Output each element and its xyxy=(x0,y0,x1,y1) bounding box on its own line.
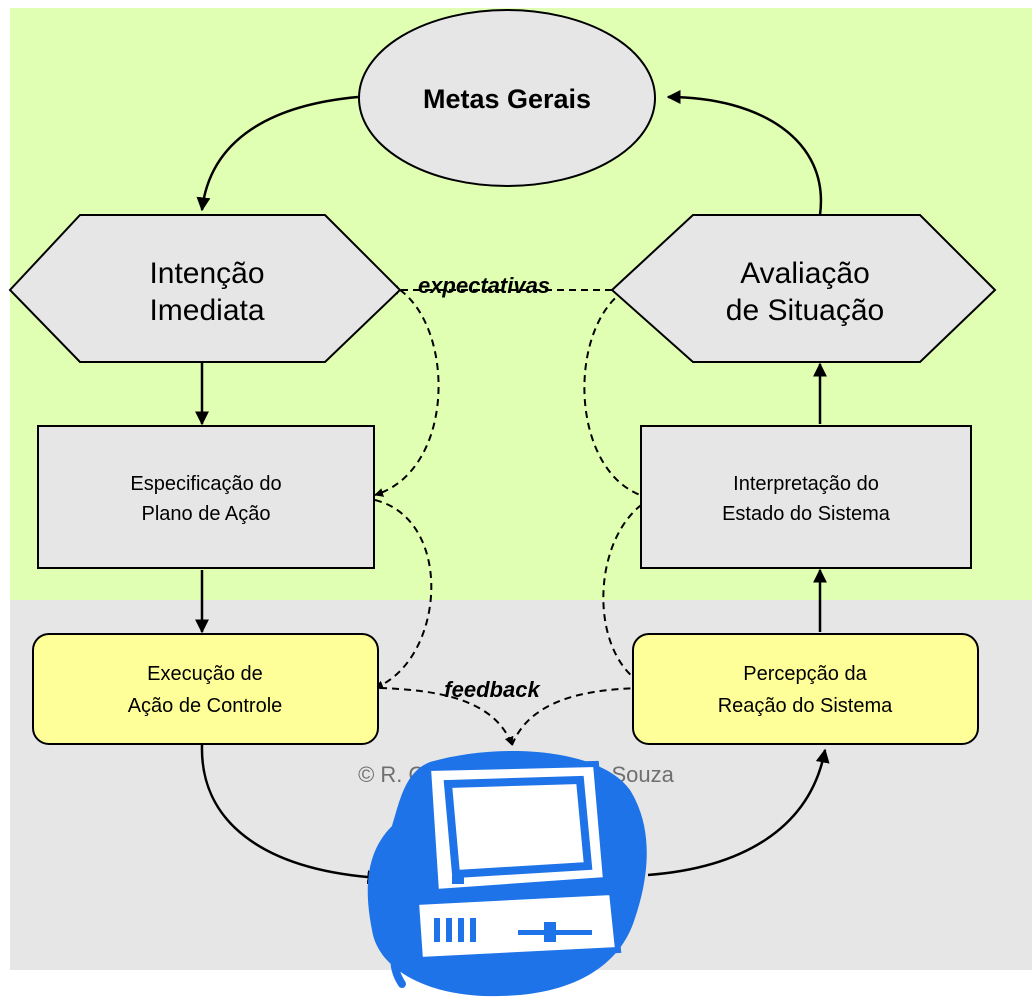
perception-label-line2: Reação do Sistema xyxy=(718,695,893,717)
execution-box xyxy=(32,633,379,745)
evaluation-label-line2: de Situação xyxy=(726,294,884,327)
dashed-perception-to-interpretation xyxy=(602,497,653,689)
evaluation-label-line1: Avaliação xyxy=(740,257,870,290)
evaluation-hexagon xyxy=(610,214,997,363)
goal-ellipse xyxy=(358,9,656,187)
dashed-computer-to-perception xyxy=(511,683,651,746)
computer-screen xyxy=(443,775,593,879)
dashed-intention-to-plan xyxy=(374,289,440,497)
arrow-execution-to-computer xyxy=(200,744,382,885)
goal-label: Metas Gerais xyxy=(423,84,591,114)
computer-base xyxy=(412,888,622,964)
dashed-execution-to-computer xyxy=(379,687,514,746)
arrow-computer-to-perception xyxy=(647,748,830,877)
computer-power-light xyxy=(452,876,464,884)
computer-vent-1 xyxy=(434,918,440,942)
feedback-label: feedback xyxy=(444,677,541,702)
intention-label-line2: Imediata xyxy=(149,294,264,327)
dashed-interpretation-to-evaluation xyxy=(583,289,651,499)
dashed-plan-to-execution xyxy=(374,499,433,690)
computer-vent-4 xyxy=(470,918,476,942)
expectations-label: expectativas xyxy=(418,273,550,298)
plan-box xyxy=(37,425,375,569)
desktop-computer-icon xyxy=(367,750,647,997)
computer-drive-button xyxy=(544,922,556,942)
intention-label-line1: Intenção xyxy=(149,257,264,290)
plan-label-line2: Plano de Ação xyxy=(142,503,271,525)
computer-vent-3 xyxy=(458,918,464,942)
perception-label-line1: Percepção da xyxy=(743,663,867,685)
interpretation-label-line1: Interpretação do xyxy=(733,473,879,495)
interpretation-label-line2: Estado do Sistema xyxy=(722,503,891,525)
perception-box xyxy=(632,633,979,745)
interpretation-box xyxy=(640,425,972,569)
feedback-dashed-arrows xyxy=(379,683,651,746)
execution-label-line1: Execução de xyxy=(147,663,263,685)
execution-label-line2: Ação de Controle xyxy=(128,695,283,717)
intention-hexagon xyxy=(8,214,402,363)
arrow-goal-to-intention xyxy=(196,95,359,212)
computer-mouse-cable xyxy=(390,940,416,988)
expectations-dashed-arrows xyxy=(374,285,653,690)
plan-label-line1: Especificação do xyxy=(130,473,281,495)
arrow-evaluation-to-goal xyxy=(666,90,823,216)
computer-vent-2 xyxy=(446,918,452,942)
